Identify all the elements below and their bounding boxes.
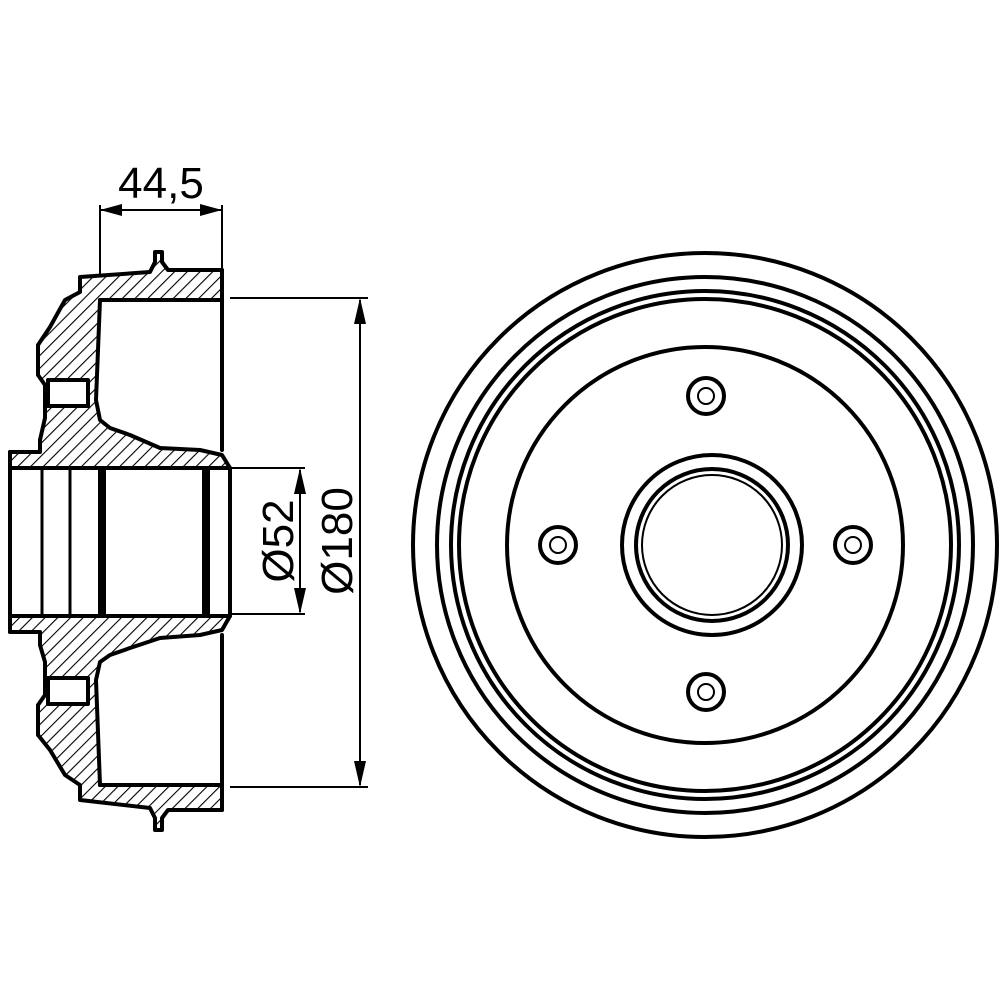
bolt-hole-right [833, 525, 873, 565]
bolt-hole-bottom [686, 672, 726, 712]
section-view [8, 250, 232, 832]
bolt-hole-top [686, 376, 726, 416]
width-dimension-label: 44,5 [118, 159, 204, 208]
dimension-arrows [100, 204, 366, 787]
outer-diameter-label: Ø180 [313, 487, 362, 595]
bore-groove-right [202, 468, 210, 616]
drum-rim-ring-1 [435, 275, 975, 815]
front-view [411, 251, 999, 839]
bore-groove-left [98, 468, 106, 616]
center-bore-outer [620, 453, 804, 637]
center-bore-edge [641, 474, 783, 616]
hub-bore [8, 466, 232, 618]
section-hatch-lower [8, 614, 232, 832]
drum-rim-ring-2 [449, 289, 961, 801]
drum-outer-rim [411, 251, 999, 839]
bolt-hole-upper [46, 378, 90, 408]
hub-flange [505, 345, 905, 745]
bolt-hole-left [538, 525, 578, 565]
dimension-lines [99, 205, 368, 788]
center-bore-inner [634, 467, 790, 623]
section-hatch-upper [8, 250, 232, 470]
drum-rim-ring-3 [457, 297, 953, 793]
bore-diameter-label: Ø52 [254, 499, 303, 582]
bolt-hole-lower [46, 676, 90, 706]
